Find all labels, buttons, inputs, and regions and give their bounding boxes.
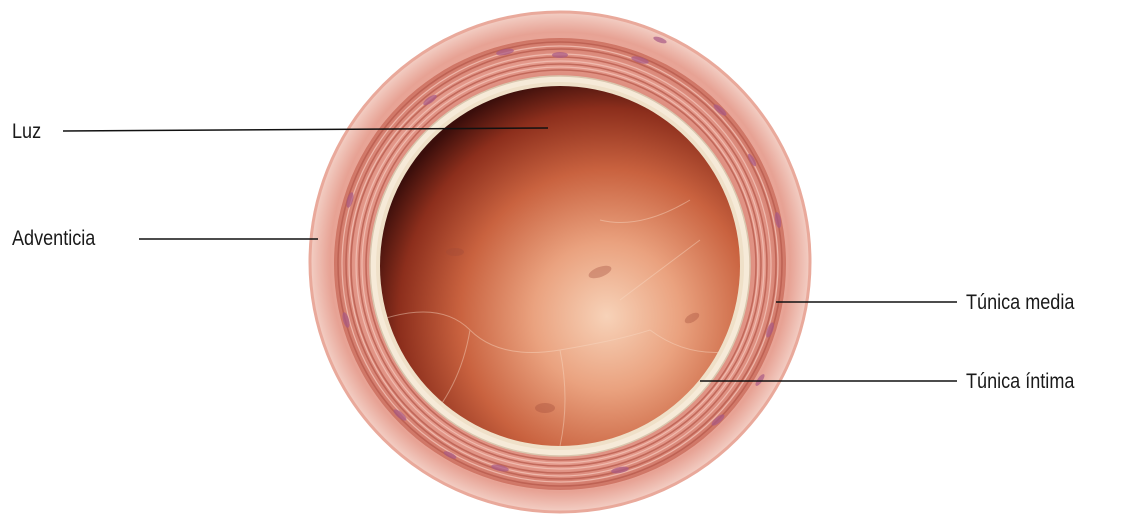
label-tunica-intima: Túnica íntima [966,371,1074,392]
label-adventicia: Adventicia [12,228,95,249]
label-tunica-media: Túnica media [966,292,1074,313]
label-luz: Luz [12,121,41,142]
